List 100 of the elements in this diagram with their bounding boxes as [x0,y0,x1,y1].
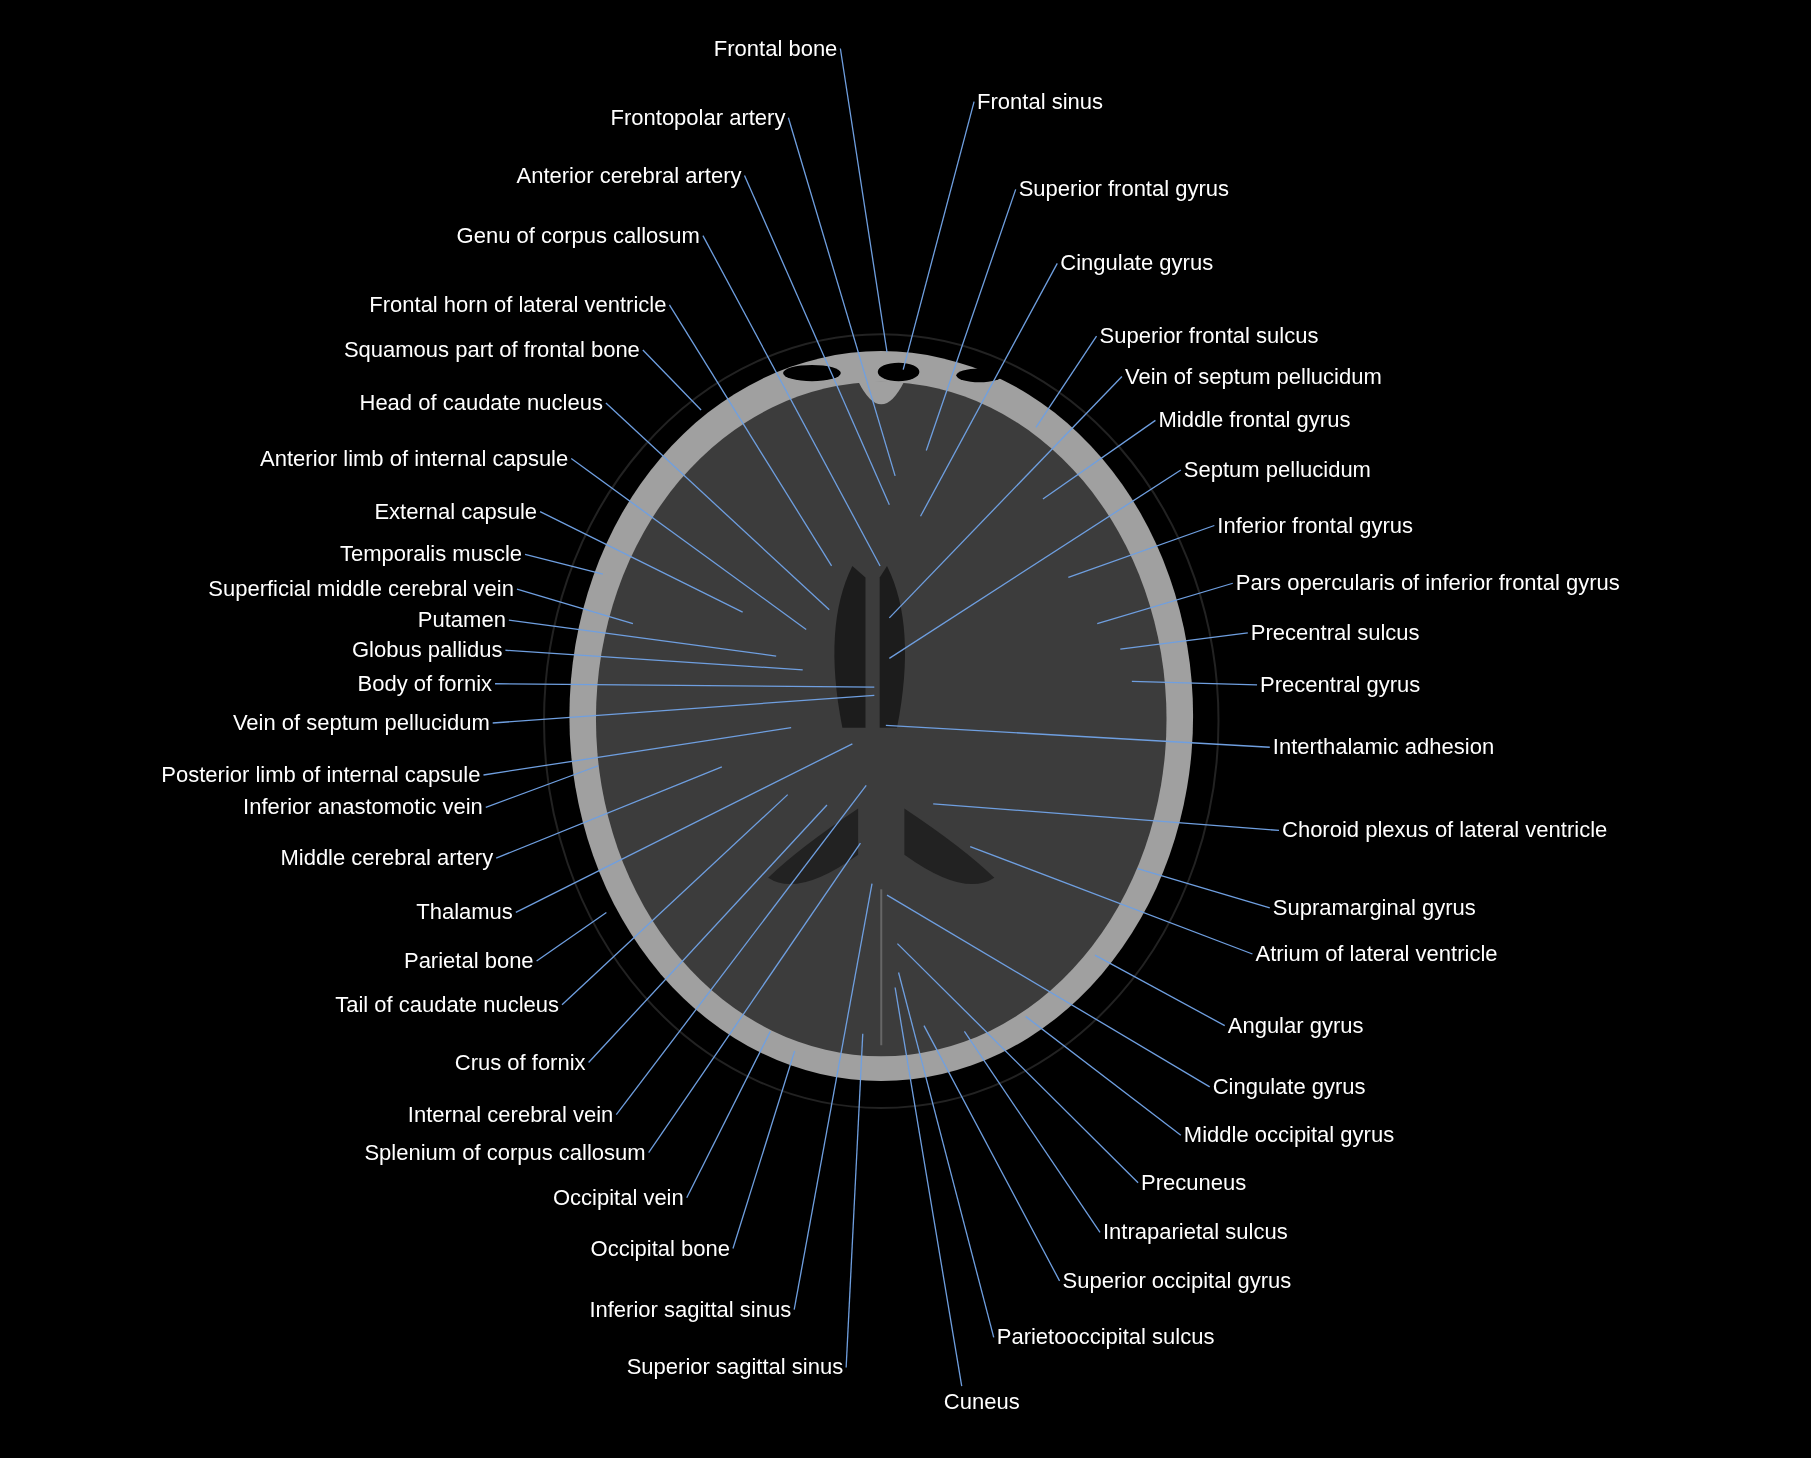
leader-line [732,1050,796,1250]
leader-line [1067,524,1215,579]
structure-label: Genu of corpus callosum [456,222,700,249]
leader-line [561,793,789,1006]
structure-label: Cingulate gyrus [1060,250,1214,277]
structure-label: Choroid plexus of lateral ventricle [1282,817,1608,844]
structure-label: Internal cerebral vein [407,1101,614,1128]
leader-line [787,117,896,477]
structure-label: Frontal bone [713,35,838,62]
structure-label: Body of fornix [357,670,493,697]
structure-label: Vein of septum pellucidum [1124,363,1382,390]
leader-line [743,174,890,506]
structure-label: Inferior anastomotic vein [243,794,483,821]
structure-label: Occipital vein [552,1184,684,1211]
leader-line [885,724,1271,748]
structure-label: Frontopolar artery [610,104,786,131]
structure-label: Occipital bone [590,1235,730,1262]
leader-line [615,784,867,1116]
leader-line [963,1030,1101,1233]
structure-label: Anterior limb of internal capsule [260,445,569,472]
structure-label: Cingulate gyrus [1212,1073,1366,1100]
structure-label: Vein of septum pellucidum [232,710,490,736]
structure-label: Head of caudate nucleus [359,390,603,417]
leader-line [686,1030,771,1199]
structure-label: Precentral gyrus [1260,671,1421,698]
leader-line [896,942,1139,1184]
leader-line [1131,680,1258,686]
structure-label: Septum pellucidum [1183,457,1371,484]
leader-line [1042,419,1157,500]
leader-line [482,727,792,776]
structure-label: Superior frontal gyrus [1018,176,1229,203]
leader-line [570,457,807,631]
leader-line [923,1024,1061,1282]
leader-line [925,188,1017,452]
structure-label: Interthalamic adhesion [1272,734,1495,761]
leader-line [1137,867,1271,909]
structure-label: Superior occipital gyrus [1062,1267,1292,1294]
leader-line [845,1033,864,1369]
leader-line [492,694,875,724]
structure-label: Globus pallidus [352,637,503,664]
structure-label: Anterior cerebral artery [516,162,742,189]
leader-line [1024,1015,1182,1136]
structure-label: Parietooccipital sulcus [996,1324,1215,1351]
structure-label: Inferior sagittal sinus [589,1296,792,1323]
leader-line [668,304,833,567]
structure-label: Temporalis muscle [339,541,523,568]
leader-line [587,804,828,1064]
structure-label: Angular gyrus [1227,1012,1364,1039]
leader-line [535,911,607,962]
leader-line [539,511,744,613]
leader-line [969,845,1254,955]
leader-line [494,683,875,688]
leader-line [919,262,1058,517]
structure-label: Precuneus [1141,1169,1247,1196]
leader-line [793,882,873,1311]
structure-label: Parietal bone [403,947,534,974]
structure-label: Thalamus [416,899,513,926]
structure-label: Splenium of corpus callosum [364,1139,646,1166]
leader-line [1096,582,1234,625]
structure-label: Inferior frontal gyrus [1217,512,1413,539]
structure-label: Posterior limb of internal capsule [161,762,481,788]
structure-label: Middle cerebral artery [280,845,494,872]
structure-label: Middle occipital gyrus [1183,1122,1395,1149]
leader-line [894,986,963,1387]
structure-label: Supramarginal gyrus [1272,894,1476,921]
leader-line [839,47,888,353]
structure-label: Intraparietal sulcus [1103,1219,1288,1246]
leader-line [888,469,1182,659]
leader-line [495,766,723,859]
structure-label: Squamous part of frontal bone [343,336,640,363]
structure-label: Frontal sinus [977,88,1104,115]
structure-label: Tail of caudate nucleus [335,991,559,1018]
leader-line [508,619,777,657]
structure-label: Frontal horn of lateral ventricle [369,291,667,318]
structure-label: Crus of fornix [454,1049,586,1076]
structure-label: Superficial middle cerebral vein [208,576,514,603]
leader-line [642,349,702,411]
leader-line [702,234,881,567]
structure-label: External capsule [374,498,538,525]
leader-line [504,649,804,671]
leader-line [897,971,995,1339]
structure-label: Superior sagittal sinus [626,1354,844,1381]
structure-label: Cuneus [943,1389,1020,1416]
leader-line [516,588,634,625]
leader-line [485,765,599,808]
structure-label: Precentral sulcus [1250,619,1420,646]
structure-label: Superior frontal sulcus [1099,323,1319,350]
leader-line [886,894,1211,1088]
leader-line [932,803,1280,832]
structure-label: Middle frontal gyrus [1158,407,1351,434]
leader-line [902,100,975,371]
leader-line [648,842,862,1154]
structure-label: Putamen [417,607,506,634]
leader-line [605,402,830,611]
leader-line [524,553,604,575]
structure-label: Atrium of lateral ventricle [1255,941,1498,967]
structure-label: Pars opercularis of inferior frontal gyrus [1235,570,1620,597]
leader-line [515,743,853,914]
leader-line [888,375,1123,619]
leader-line [1035,335,1098,428]
